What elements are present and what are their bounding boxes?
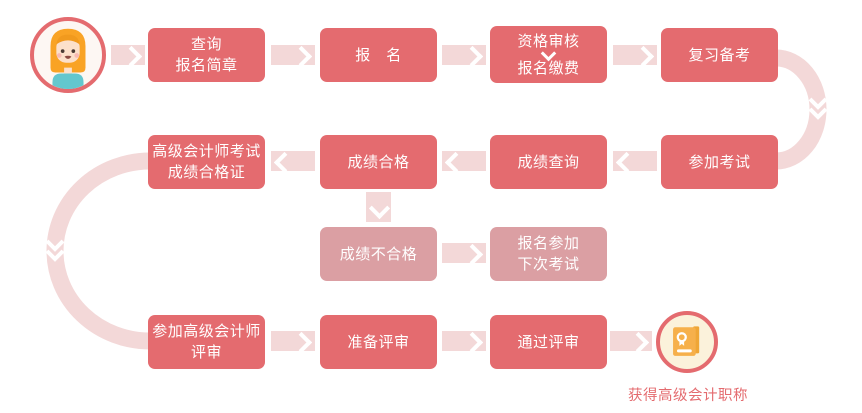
arrow-right-icon	[271, 331, 315, 354]
node-label: 报 名	[355, 46, 402, 64]
node-prepare-review: 准备评审	[320, 315, 437, 369]
chevron-right-icon	[632, 45, 655, 68]
chevron-right-icon	[290, 331, 313, 354]
node-label: 查询	[190, 36, 222, 53]
node-qualification-audit: 资格审核 报名缴费	[490, 26, 607, 83]
node-take-exam: 参加考试	[661, 135, 778, 189]
arrow-right-icon	[442, 331, 486, 354]
chevron-down-icon	[45, 239, 65, 262]
arrow-right-icon	[271, 45, 315, 68]
node-score-query: 成绩查询	[490, 135, 607, 189]
node-register-next-exam: 报名参加 下次考试	[490, 227, 607, 281]
certificate-graphic	[673, 326, 700, 356]
chevron-down-icon	[808, 97, 828, 120]
node-score-fail: 成绩不合格	[320, 227, 437, 281]
arrow-left-icon	[442, 151, 486, 174]
arrow-right-icon	[442, 45, 486, 68]
node-label: 成绩合格证	[167, 164, 246, 181]
node-label: 复习备考	[688, 46, 751, 64]
arrow-right-icon	[442, 243, 486, 266]
girl-avatar-graphic	[50, 28, 86, 89]
node-label: 资格审核	[517, 32, 580, 50]
node-label: 报名参加	[517, 235, 580, 252]
chevron-right-icon	[461, 45, 484, 68]
node-register: 报 名	[320, 28, 437, 82]
node-label: 报名缴费	[517, 59, 580, 77]
node-attend-review: 参加高级会计师 评审	[148, 315, 265, 369]
arrow-down-icon	[366, 192, 391, 222]
node-label: 成绩不合格	[339, 245, 418, 263]
certificate-book-icon	[656, 311, 718, 373]
chevron-down-icon	[368, 197, 390, 220]
chevron-right-icon	[461, 331, 484, 354]
curve-connector-left	[46, 152, 151, 350]
chevron-right-icon	[461, 243, 484, 266]
node-label: 高级会计师考试	[152, 143, 261, 160]
curve-connector-right	[775, 49, 827, 170]
node-label: 成绩合格	[347, 153, 410, 171]
node-pass-review: 通过评审	[490, 315, 607, 369]
arrow-right-icon	[610, 331, 652, 354]
chevron-left-icon	[615, 151, 638, 174]
node-query-brochure: 查询 报名简章	[148, 28, 265, 82]
node-label: 参加考试	[688, 153, 751, 171]
chevron-left-icon	[273, 151, 296, 174]
node-label: 参加高级会计师	[152, 323, 261, 340]
node-label: 成绩查询	[517, 153, 580, 171]
chevron-right-icon	[120, 45, 143, 68]
node-label: 通过评审	[517, 333, 580, 351]
chevron-right-icon	[627, 331, 650, 354]
node-label: 评审	[190, 344, 222, 361]
node-label: 报名简章	[175, 57, 238, 74]
chevron-left-icon	[444, 151, 467, 174]
node-score-pass: 成绩合格	[320, 135, 437, 189]
arrow-left-icon	[271, 151, 315, 174]
node-review-prep: 复习备考	[661, 28, 778, 82]
applicant-avatar-icon	[30, 17, 106, 93]
arrow-left-icon	[613, 151, 657, 174]
result-caption: 获得高级会计职称	[628, 388, 748, 404]
node-exam-pass-cert: 高级会计师考试 成绩合格证	[148, 135, 265, 189]
arrow-right-icon	[613, 45, 657, 68]
chevron-right-icon	[290, 45, 313, 68]
arrow-right-icon	[111, 45, 145, 68]
node-label: 下次考试	[517, 256, 580, 273]
node-label: 准备评审	[347, 333, 410, 351]
